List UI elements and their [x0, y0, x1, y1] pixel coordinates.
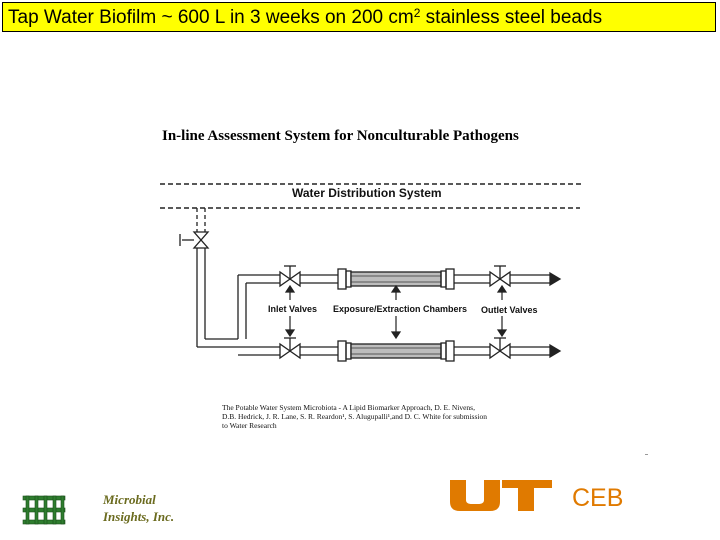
ut-logo-icon — [450, 480, 552, 511]
citation-line: D.B. Hedrick, J. R. Lane, S. R. Reardon¹… — [222, 412, 487, 421]
microbial-insights-text: Microbial Insights, Inc. — [103, 492, 175, 524]
schematic-drawing — [160, 183, 582, 362]
inlet-valves-label: Inlet Valves — [268, 304, 318, 314]
citation: The Potable Water System Microbiota - A … — [222, 403, 487, 430]
citation-line: The Potable Water System Microbiota - A … — [222, 403, 475, 412]
citation-line: to Water Research — [222, 421, 277, 430]
diagram-title: In-line Assessment System for Noncultura… — [162, 128, 519, 144]
slide-title: Tap Water Biofilm ~ 600 L in 3 weeks on … — [8, 5, 603, 28]
chambers-label: Exposure/Extraction Chambers — [333, 304, 468, 314]
stray-mark — [645, 454, 648, 455]
slide-title-bar: Tap Water Biofilm ~ 600 L in 3 weeks on … — [2, 2, 716, 32]
schematic-diagram: In-line Assessment System for Noncultura… — [150, 120, 600, 440]
ceb-label: CEB — [572, 484, 624, 512]
outlet-valves-label: Outlet Valves — [481, 305, 538, 315]
microbial-insights-logo-icon — [22, 495, 66, 525]
water-distribution-label: Water Distribution System — [292, 186, 442, 200]
